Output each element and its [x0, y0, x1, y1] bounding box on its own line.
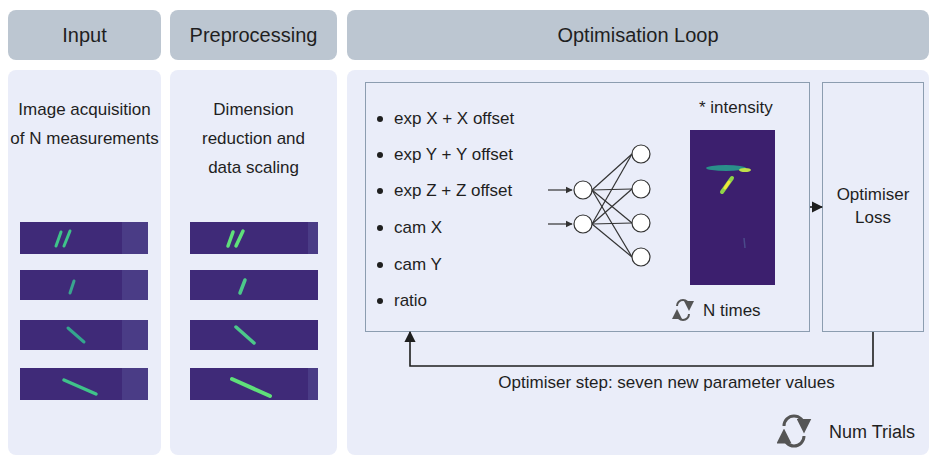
header-text: Preprocessing [190, 22, 318, 49]
image-edge [122, 222, 148, 254]
column-header: Input [8, 10, 161, 60]
nn-weight [592, 154, 632, 224]
scaled-image [190, 222, 318, 254]
nn-weight [592, 190, 632, 257]
nn-neuron [632, 145, 650, 163]
flow-arrow [810, 206, 822, 208]
nn-neuron [574, 215, 592, 233]
header-text: Optimisation Loop [557, 22, 718, 49]
nn-input-arrow [548, 223, 572, 224]
measurement-image [20, 270, 148, 300]
bullet-dot [377, 225, 383, 231]
column-header: Preprocessing [170, 10, 337, 60]
bullet-dot [377, 116, 383, 122]
model-text: cam Y [394, 255, 442, 275]
beam-streak [228, 231, 243, 246]
nn-weight [592, 190, 632, 223]
model-text: ratio [394, 291, 427, 311]
model-text: exp X + X offset [394, 109, 514, 129]
beam-streak [232, 379, 270, 396]
scaled-image [190, 368, 318, 400]
image-edge [122, 320, 148, 350]
nn-neuron [632, 214, 650, 232]
faint-spot [744, 238, 745, 248]
nn-input-arrow [548, 189, 572, 190]
beam-streak [56, 231, 70, 246]
preprocessed-images [190, 222, 318, 400]
image-edge [308, 368, 318, 400]
model-text: cam X [394, 218, 442, 238]
beam-streak [739, 168, 751, 172]
beam-streak [236, 327, 254, 343]
input-images [20, 222, 148, 400]
cycle-arc [677, 300, 689, 306]
nn-weight [592, 189, 632, 224]
loop-count-text: Num Trials [829, 422, 915, 443]
bullet-dot [377, 188, 383, 194]
flow-arrow [410, 332, 873, 366]
neural-network [548, 145, 650, 266]
nn-neuron [574, 181, 592, 199]
image-edge [308, 222, 318, 254]
repeat-icon [784, 416, 804, 446]
image-edge [122, 270, 148, 300]
nn-weight [592, 224, 632, 257]
model-text: * intensity [699, 98, 773, 118]
beam-streak [64, 380, 96, 394]
measurement-image [20, 222, 148, 254]
bullet-dot [377, 262, 383, 268]
nn-neuron [632, 180, 650, 198]
model-text: N times [703, 301, 761, 321]
nn-weight [592, 223, 632, 224]
column-header: Optimisation Loop [347, 10, 929, 60]
edge-label: Optimiser step: seven new parameter valu… [494, 373, 838, 393]
beam-streak [68, 328, 84, 342]
cycle-arc [784, 416, 804, 426]
scaled-image [190, 270, 318, 300]
cycle-arc [677, 314, 689, 320]
beam-streak [722, 178, 732, 192]
loss-text: Optimiser Loss [827, 184, 919, 230]
bullet-dot [377, 298, 383, 304]
loss-box: Optimiser Loss [822, 82, 924, 332]
scaled-image [190, 320, 318, 350]
measurement-image [20, 368, 148, 400]
bullet-dot [377, 152, 383, 158]
model-text: exp Z + Z offset [394, 181, 512, 201]
beam-streak [70, 281, 74, 293]
nn-weight [592, 154, 632, 190]
output-image [690, 130, 775, 285]
measurement-image [20, 320, 148, 350]
panel-text: Image acquisition of N measurements [10, 96, 159, 154]
panel-text: Dimension reduction and data scaling [194, 96, 314, 183]
header-text: Input [62, 22, 106, 49]
predicted-image [690, 130, 775, 285]
cycle-arc [784, 436, 804, 446]
beam-streak [725, 182, 729, 188]
repeat-icon [677, 300, 689, 320]
image-edge [122, 368, 148, 400]
nn-neuron [632, 248, 650, 266]
beam-streak [240, 280, 245, 293]
model-text: exp Y + Y offset [394, 145, 513, 165]
